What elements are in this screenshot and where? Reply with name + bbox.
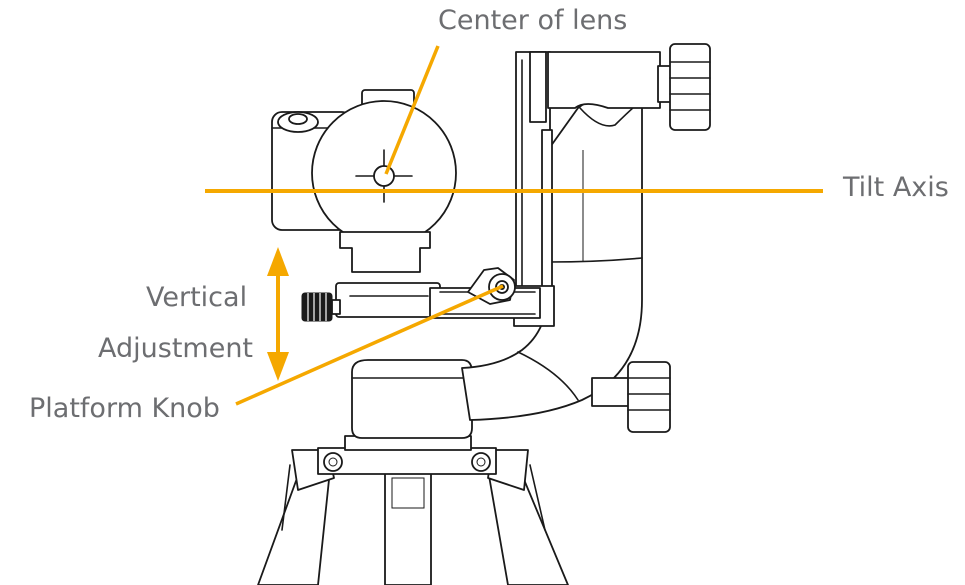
gimbal-arm <box>351 43 711 439</box>
tripod-center-column <box>384 469 432 585</box>
clamp-knob-icon <box>301 292 341 322</box>
pan-knob-icon <box>627 361 671 433</box>
tripod-leg-right <box>487 469 569 585</box>
center-of-lens-leader <box>384 45 440 175</box>
leg-bolt-right-icon <box>471 452 491 472</box>
camera <box>271 89 457 273</box>
annotations <box>205 45 823 406</box>
leg-bolt-left-icon <box>323 452 343 472</box>
tilt-knob-icon <box>669 43 711 131</box>
platform-knob-label: Platform Knob <box>29 393 220 424</box>
tripod <box>257 435 569 585</box>
platform-knob-leader <box>235 284 504 406</box>
quick-release-plate <box>335 282 441 318</box>
tilt-axis-label: Tilt Axis <box>842 172 949 203</box>
tripod-top-plate <box>317 447 497 475</box>
tripod-leg-left <box>257 469 331 585</box>
vertical-label: Vertical <box>146 282 247 313</box>
center-of-lens-label: Center of lens <box>438 5 627 36</box>
vertical-adjustment-arrow <box>267 247 289 381</box>
platform <box>301 267 541 322</box>
lens-center-icon <box>373 165 395 187</box>
adjustment-label: Adjustment <box>98 333 253 364</box>
gimbal-base <box>351 359 473 439</box>
